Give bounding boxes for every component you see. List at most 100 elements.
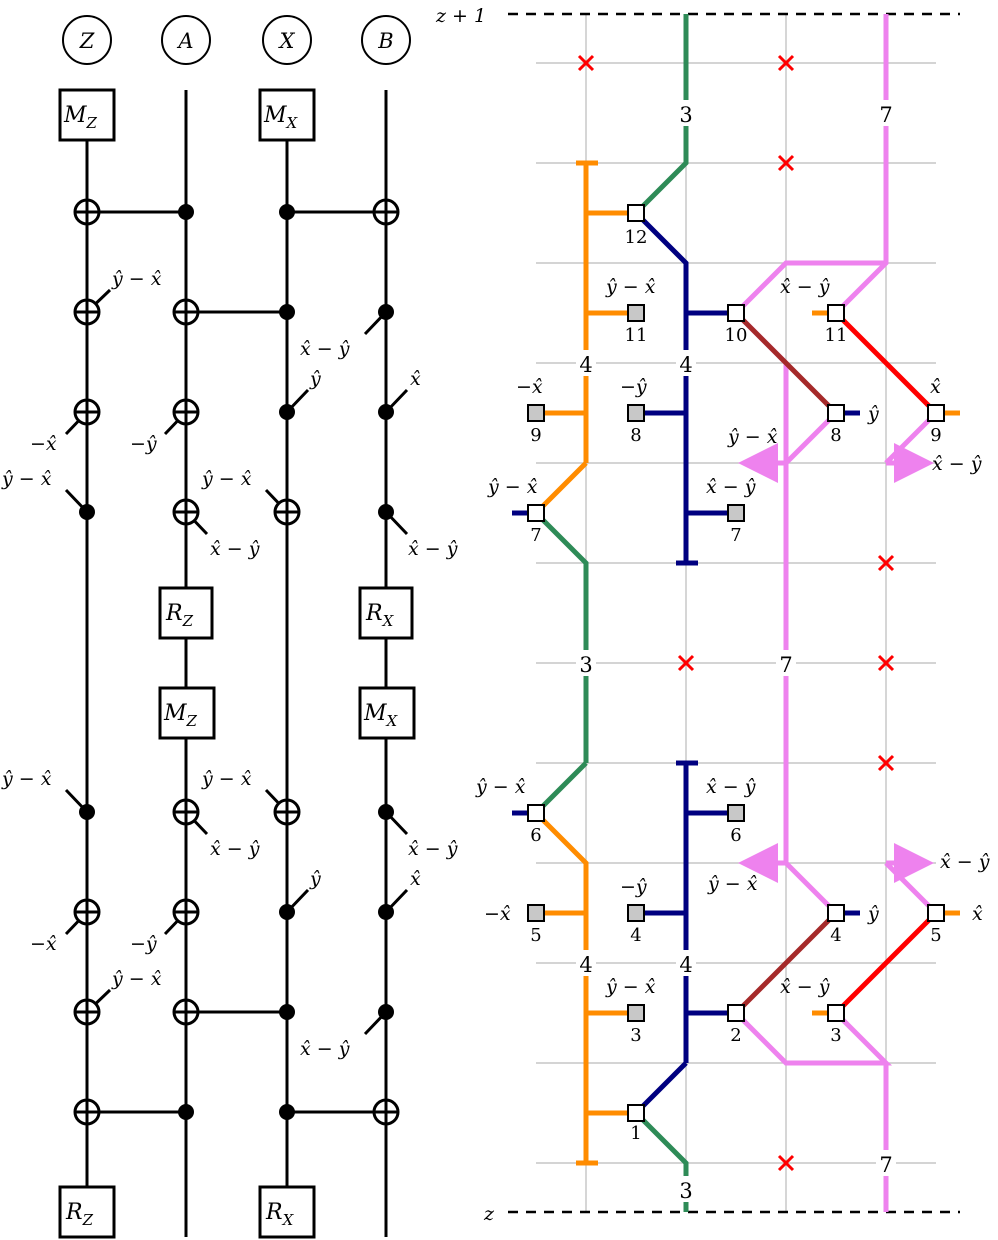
cnot-target: [73, 1098, 101, 1126]
node-square: [827, 1004, 845, 1022]
control-dot: [378, 904, 394, 920]
svg-text:−ŷ: −ŷ: [620, 376, 647, 398]
svg-text:ŷ − x̂: ŷ − x̂: [605, 976, 656, 998]
svg-text:Z: Z: [79, 29, 95, 53]
circuit-nodes: [73, 198, 400, 1126]
path-number: 3: [679, 103, 692, 127]
label-x-minus-y: x̂ − ŷ: [210, 838, 260, 860]
cnot-target: [372, 198, 400, 226]
svg-text:MZ: MZ: [163, 701, 198, 730]
control-dot: [378, 1004, 394, 1020]
boundary-square: [627, 404, 645, 422]
cross-mark: [877, 754, 895, 772]
svg-text:12: 12: [625, 227, 648, 248]
reset-x-gate: RX: [358, 586, 414, 640]
label-y-minus-x: ŷ − x̂: [201, 768, 252, 790]
label-y-minus-x: ŷ − x̂: [1, 468, 52, 490]
white-squares: [527, 204, 945, 1122]
label-minus-y: −ŷ: [130, 933, 157, 955]
cnot-target: [73, 298, 101, 326]
syndrome-circuit: [64, 90, 409, 1237]
label-y-minus-x: ŷ − x̂: [111, 268, 162, 290]
path-number: 4: [679, 353, 692, 377]
boundary-square: [627, 1004, 645, 1022]
svg-text:7: 7: [530, 525, 541, 546]
measure-z-gate: MZ: [158, 686, 216, 740]
cnot-target: [73, 998, 101, 1026]
svg-text:x̂ − ŷ: x̂ − ŷ: [780, 276, 830, 298]
cnot-target: [172, 798, 200, 826]
control-dot: [378, 404, 394, 420]
label-x-hat: x̂: [410, 368, 421, 390]
node-square: [827, 304, 845, 322]
path-number: 7: [779, 653, 792, 677]
cnot-target: [172, 998, 200, 1026]
svg-text:x̂ − ŷ: x̂ − ŷ: [706, 776, 756, 798]
measure-x-gate: MX: [258, 88, 316, 142]
label-y-minus-x: ŷ − x̂: [201, 468, 252, 490]
qubit-x: X: [262, 15, 312, 65]
lattice-labels: ŷ − x̂ x̂ − ŷ −x̂ −ŷ x̂ ŷ ŷ − x̂ x̂ − ŷ …: [475, 276, 990, 998]
label-x-minus-y: x̂ − ŷ: [210, 538, 260, 560]
svg-text:RX: RX: [365, 601, 395, 630]
svg-text:−ŷ: −ŷ: [620, 876, 647, 898]
node-square: [527, 504, 545, 522]
measure-x-gate: MX: [358, 686, 416, 740]
label-minus-x: −x̂: [30, 933, 57, 955]
cnot-target: [172, 498, 200, 526]
boundary-square: [627, 304, 645, 322]
path-number: 7: [879, 1153, 892, 1177]
cnot-target: [273, 498, 301, 526]
cross-mark: [777, 1154, 795, 1172]
boundary-square: [727, 804, 745, 822]
red-path: [834, 311, 938, 1015]
label-x-hat: x̂: [410, 868, 421, 890]
gate-boxes: MZ MX RZ RX MZ MX RZ RX: [58, 88, 416, 1239]
svg-text:ŷ − x̂: ŷ − x̂: [727, 426, 778, 448]
svg-text:1: 1: [630, 1123, 641, 1144]
label-y-hat: ŷ: [309, 868, 321, 890]
control-dot: [378, 304, 394, 320]
spacetime-lattice: z + 1 z: [435, 5, 990, 1225]
cross-mark: [877, 554, 895, 572]
node-square: [927, 404, 945, 422]
cnot-target: [172, 898, 200, 926]
cross-mark: [877, 654, 895, 672]
measure-z-gate: MZ: [58, 88, 116, 142]
path-number: 3: [579, 653, 592, 677]
svg-text:9: 9: [530, 425, 541, 446]
svg-text:−x̂: −x̂: [516, 376, 543, 398]
svg-text:B: B: [377, 29, 393, 53]
svg-text:5: 5: [530, 925, 541, 946]
svg-text:MX: MX: [263, 103, 299, 132]
path-number: 4: [579, 353, 592, 377]
node-numbers: 12 11 10 11 9 8 8 9 7 7 6 6 5 4 4 5 3 2 …: [530, 227, 941, 1144]
node-square: [727, 304, 745, 322]
svg-text:x̂ − ŷ: x̂ − ŷ: [940, 851, 990, 873]
svg-text:x̂ − ŷ: x̂ − ŷ: [932, 453, 982, 475]
label-x-minus-y: x̂ − ŷ: [300, 338, 350, 360]
svg-text:RX: RX: [265, 1200, 295, 1229]
cross-mark: [677, 654, 695, 672]
svg-text:11: 11: [625, 325, 648, 346]
cross-mark: [777, 54, 795, 72]
svg-text:ŷ: ŷ: [867, 403, 879, 425]
reset-z-gate: RZ: [158, 586, 214, 640]
red-crosses: [577, 54, 895, 1172]
label-z-plus-1: z + 1: [435, 5, 486, 27]
svg-text:ŷ: ŷ: [867, 903, 879, 925]
cross-mark: [777, 154, 795, 172]
svg-text:11: 11: [825, 325, 848, 346]
path-number: 3: [679, 1179, 692, 1203]
boundary-square: [727, 504, 745, 522]
node-square: [727, 1004, 745, 1022]
brown-path: [734, 311, 838, 1015]
boundary-square: [527, 904, 545, 922]
label-z: z: [483, 1203, 495, 1225]
cnot-target: [172, 398, 200, 426]
svg-text:8: 8: [830, 425, 841, 446]
node-square: [827, 904, 845, 922]
svg-text:−x̂: −x̂: [484, 903, 511, 925]
qubit-z: Z: [62, 15, 112, 65]
node-square: [627, 204, 645, 222]
